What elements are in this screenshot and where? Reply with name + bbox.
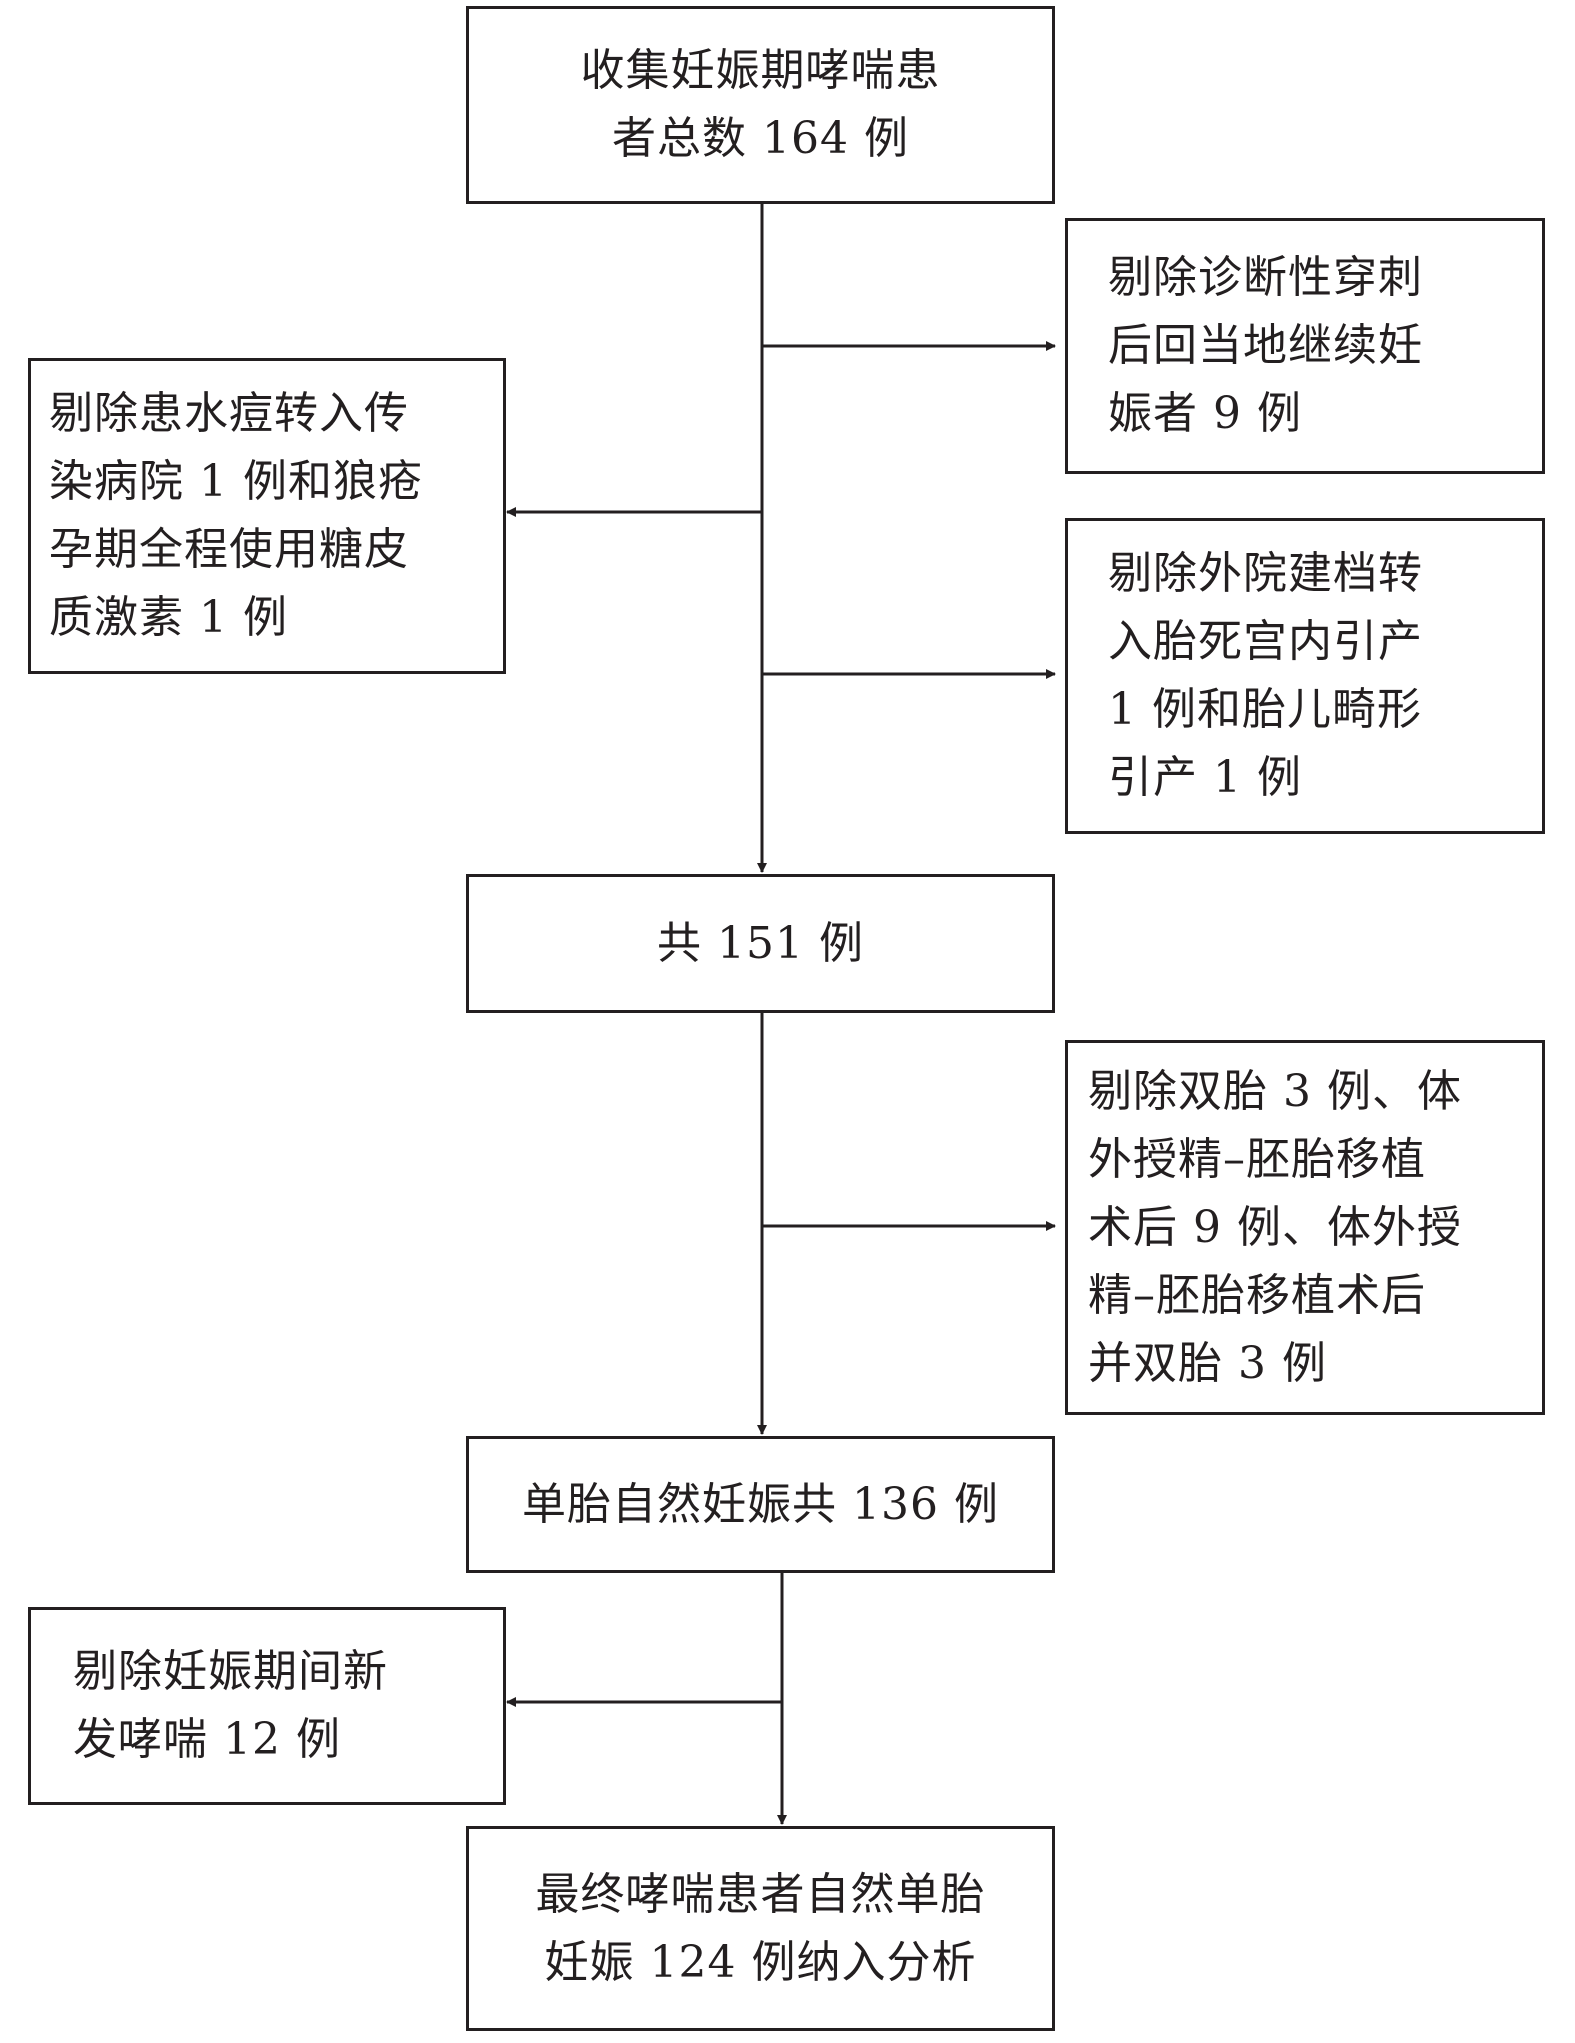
- box-singleton-136-text: 单胎自然妊娠共 136 例: [522, 1478, 999, 1530]
- box-start-text: 收集妊娠期哮喘患 者总数 164 例: [580, 45, 941, 164]
- box-exclusion-new-onset: 剔除妊娠期间新 发哮喘 12 例: [28, 1607, 506, 1805]
- box-total-151: 共 151 例: [466, 874, 1055, 1013]
- box-exclusion-twins-ivf: 剔除双胎 3 例、体 外授精–胚胎移植 术后 9 例、体外授 精–胚胎移植术后 …: [1065, 1040, 1545, 1415]
- box-exclusion-external-transfer: 剔除外院建档转 入胎死宫内引产 1 例和胎儿畸形 引产 1 例: [1065, 518, 1545, 834]
- exclusion-external-transfer-text: 剔除外院建档转 入胎死宫内引产 1 例和胎儿畸形 引产 1 例: [1108, 548, 1423, 803]
- box-final-124: 最终哮喘患者自然单胎 妊娠 124 例纳入分析: [466, 1826, 1055, 2031]
- exclusion-twins-ivf-text: 剔除双胎 3 例、体 外授精–胚胎移植 术后 9 例、体外授 精–胚胎移植术后 …: [1088, 1065, 1462, 1389]
- box-start-total: 收集妊娠期哮喘患 者总数 164 例: [466, 6, 1055, 204]
- exclusion-puncture-text: 剔除诊断性穿刺 后回当地继续妊 娠者 9 例: [1108, 252, 1423, 439]
- box-exclusion-puncture: 剔除诊断性穿刺 后回当地继续妊 娠者 9 例: [1065, 218, 1545, 474]
- box-exclusion-varicella-lupus: 剔除患水痘转入传 染病院 1 例和狼疮 孕期全程使用糖皮 质激素 1 例: [28, 358, 506, 674]
- exclusion-new-onset-text: 剔除妊娠期间新 发哮喘 12 例: [73, 1646, 388, 1765]
- box-total-151-text: 共 151 例: [657, 917, 864, 969]
- box-final-text: 最终哮喘患者自然单胎 妊娠 124 例纳入分析: [535, 1868, 986, 1988]
- box-singleton-136: 单胎自然妊娠共 136 例: [466, 1436, 1055, 1573]
- exclusion-varicella-lupus-text: 剔除患水痘转入传 染病院 1 例和狼疮 孕期全程使用糖皮 质激素 1 例: [49, 388, 423, 643]
